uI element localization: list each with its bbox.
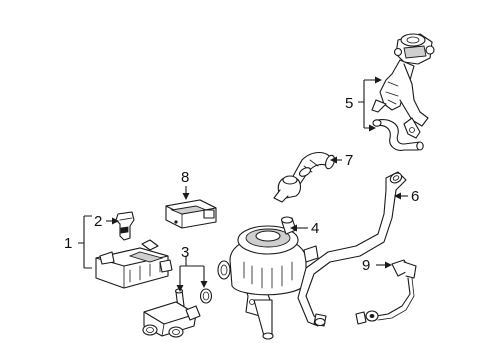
callout-7: 7 xyxy=(345,152,353,169)
callout-8: 8 xyxy=(181,169,189,186)
part-5-valve-bracket-assembly xyxy=(371,33,435,151)
leader-6 xyxy=(394,192,408,200)
leader-1 xyxy=(78,215,92,269)
leader-7 xyxy=(330,156,342,164)
part-3-valve-with-oring xyxy=(142,288,213,338)
leader-9 xyxy=(376,261,392,269)
leader-2 xyxy=(106,217,119,225)
part-8-sensor-module xyxy=(165,199,217,229)
callout-4: 4 xyxy=(311,220,319,237)
callout-3: 3 xyxy=(181,244,189,261)
leader-3 xyxy=(176,256,208,292)
callout-2: 2 xyxy=(94,213,102,230)
callout-6: 6 xyxy=(411,188,419,205)
part-7-elbow-hose xyxy=(273,151,336,203)
callout-9: 9 xyxy=(362,257,370,274)
part-9-sensor-cable xyxy=(355,259,417,325)
leader-5 xyxy=(358,76,382,132)
leader-8 xyxy=(182,186,190,200)
part-4-air-pump xyxy=(217,216,319,340)
part-1-canister xyxy=(95,239,173,289)
callout-1: 1 xyxy=(64,235,72,252)
part-6-tube xyxy=(297,171,407,327)
callout-5: 5 xyxy=(345,95,353,112)
leader-4 xyxy=(290,224,308,232)
part-2-connector xyxy=(115,211,135,241)
